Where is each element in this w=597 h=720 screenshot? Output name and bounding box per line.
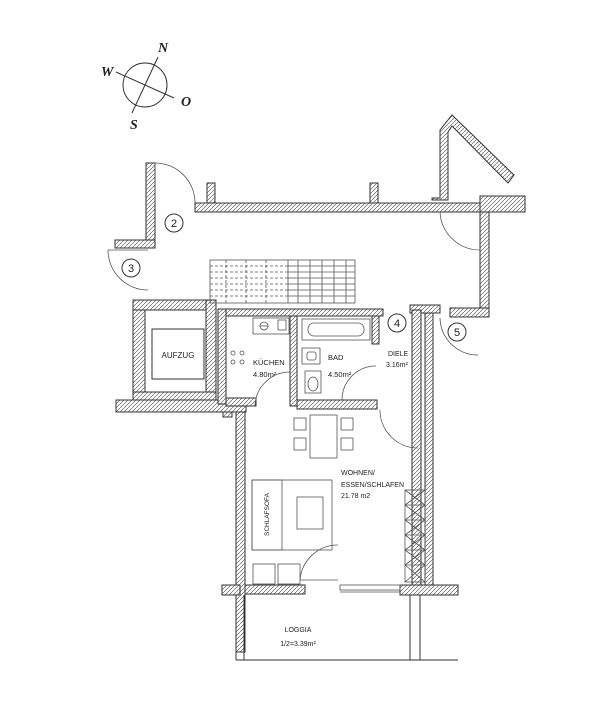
- room-area-wohnen: 21.78 m2: [341, 493, 370, 500]
- staircase: [209, 259, 356, 304]
- marker-4: 4: [394, 318, 400, 330]
- room-label-kuechen: KÜCHEN: [253, 358, 285, 367]
- room-label-schlafsofa: SCHLAFSOFA: [264, 492, 271, 536]
- elevator: AUFZUG: [151, 328, 205, 380]
- compass-south: S: [130, 118, 138, 133]
- living-room: WOHNEN/ ESSEN/SCHLAFEN 21.78 m2 SCHLAFSO…: [251, 470, 426, 585]
- room-label-wohnen-1: WOHNEN/: [341, 470, 375, 477]
- room-label-diele: DIELE: [388, 351, 409, 358]
- door-markers: 2 3 4 5: [121, 213, 467, 342]
- compass-west: W: [101, 65, 115, 80]
- corridor-walls: [114, 114, 526, 413]
- compass-icon: N W O S: [101, 41, 191, 133]
- apartment-walls: [217, 304, 459, 661]
- hallway: DIELE 3.16m²: [386, 351, 409, 369]
- loggia: LOGGIA 1/2=3.39m²: [280, 627, 316, 648]
- room-area-bad: 4.50m²: [328, 370, 352, 379]
- marker-3: 3: [128, 263, 134, 275]
- room-label-aufzug: AUFZUG: [162, 351, 195, 360]
- compass-north: N: [157, 41, 169, 56]
- dining-set: [293, 414, 354, 459]
- room-label-bad: BAD: [328, 353, 344, 362]
- door-swings: [107, 162, 481, 581]
- compass-east: O: [181, 95, 191, 110]
- room-label-loggia: LOGGIA: [285, 627, 312, 634]
- marker-2: 2: [171, 218, 177, 230]
- room-area-diele: 3.16m²: [386, 362, 408, 369]
- marker-5: 5: [454, 327, 460, 339]
- room-area-loggia: 1/2=3.39m²: [280, 641, 316, 648]
- kitchen: KÜCHEN 4.80m²: [230, 317, 290, 379]
- room-label-wohnen-2: ESSEN/SCHLAFEN: [341, 482, 404, 489]
- room-area-kuechen: 4.80m²: [253, 370, 277, 379]
- bathroom: BAD 4.50m²: [301, 318, 371, 394]
